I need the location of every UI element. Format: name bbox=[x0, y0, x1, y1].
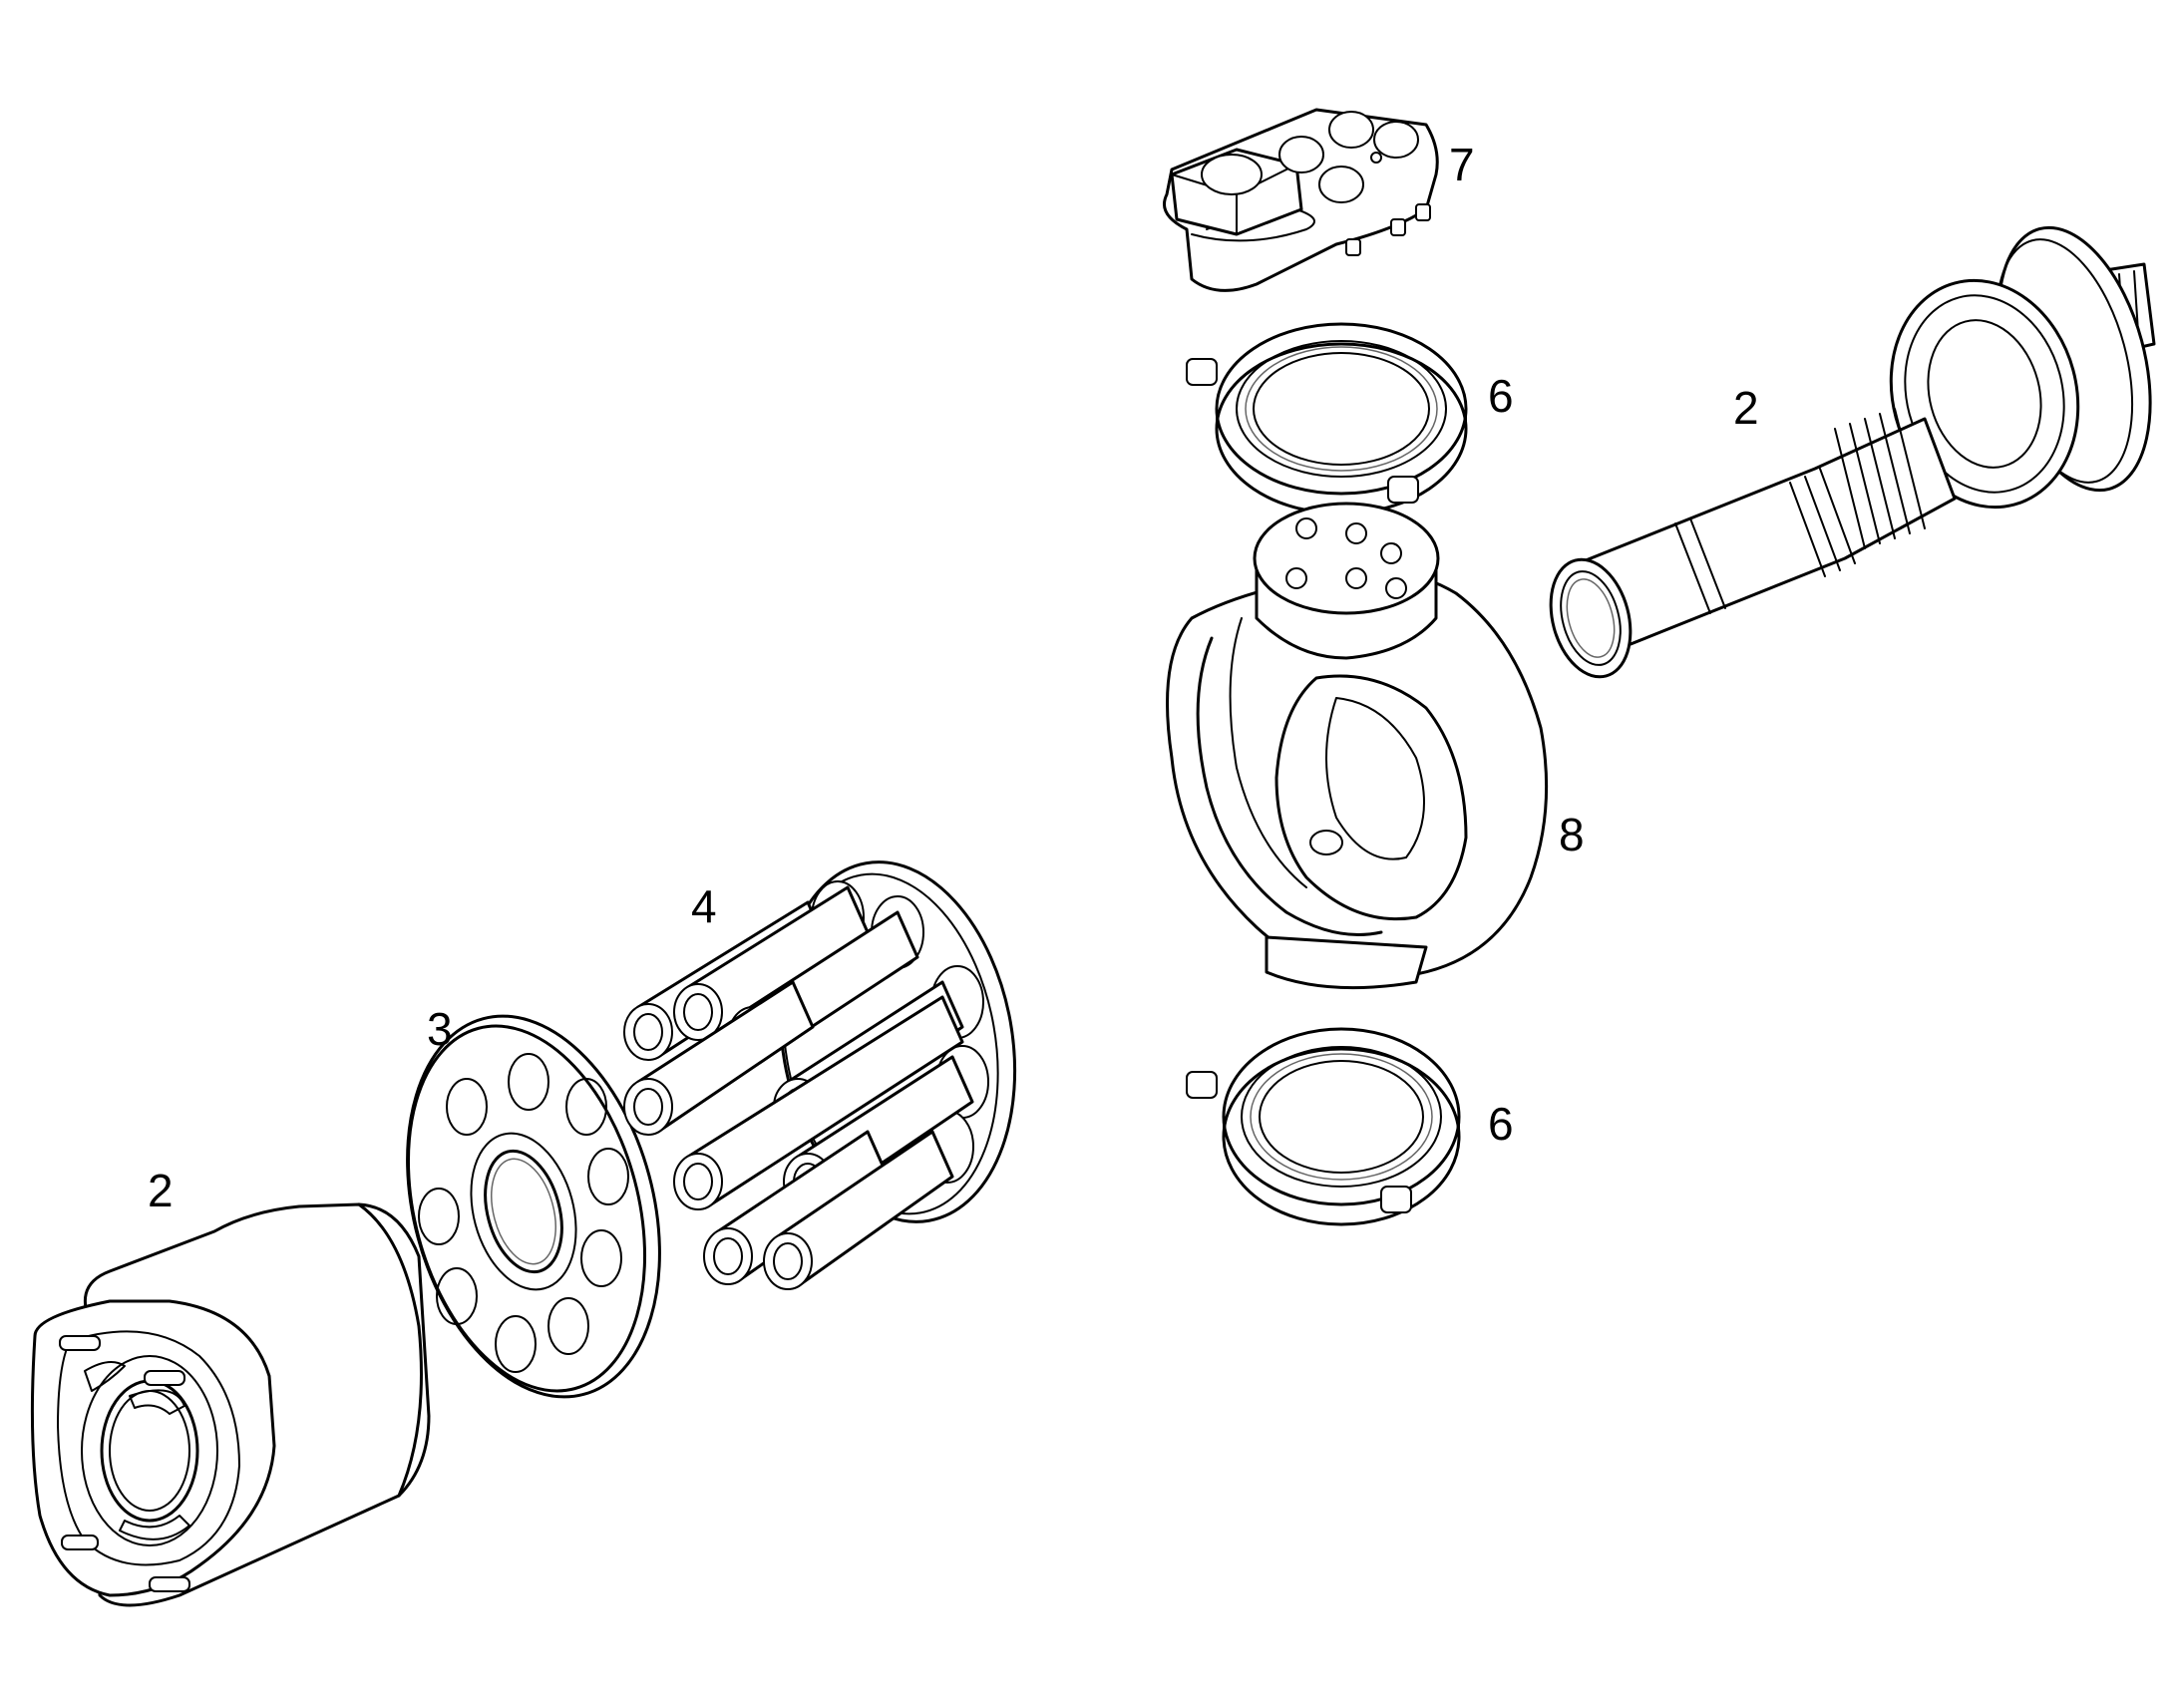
swash-plate-part bbox=[1166, 502, 1549, 990]
callout-swash-plate: 8 bbox=[1559, 809, 1585, 860]
retaining-plate-part bbox=[406, 1014, 661, 1399]
callout-piston-set: 4 bbox=[691, 880, 717, 932]
piston-set-part bbox=[623, 860, 1017, 1290]
callout-control-valve-block: 7 bbox=[1449, 139, 1475, 190]
cylinder-block-part bbox=[30, 1202, 431, 1607]
callout-cylinder-block: 2 bbox=[148, 1165, 174, 1216]
control-valve-block-part bbox=[1163, 108, 1439, 292]
bearing-upper-part bbox=[1186, 322, 1468, 515]
bearing-lower-part bbox=[1186, 1027, 1461, 1226]
callout-bearing-upper: 6 bbox=[1488, 370, 1514, 422]
callout-bearing-lower: 6 bbox=[1488, 1098, 1514, 1150]
callout-drive-shaft: 2 bbox=[1733, 382, 1759, 434]
callout-retaining-plate: 3 bbox=[427, 1003, 453, 1055]
drive-shaft-part bbox=[1549, 225, 2156, 679]
